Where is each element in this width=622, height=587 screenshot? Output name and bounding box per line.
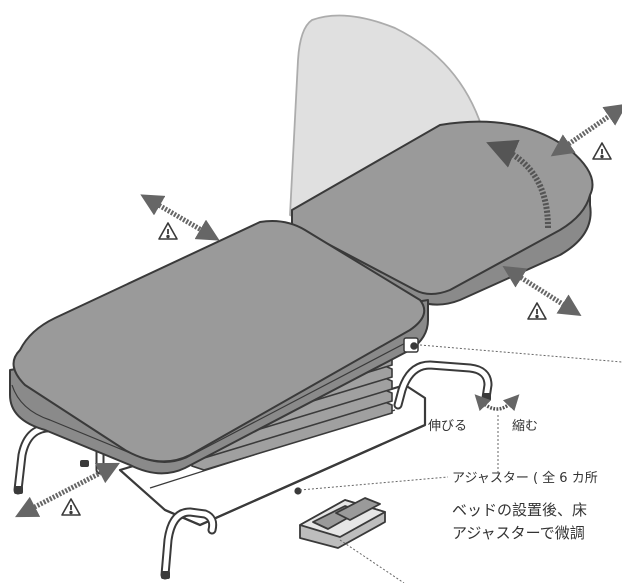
seat-cushion	[9, 220, 429, 475]
leader-lines	[299, 344, 622, 584]
warning-triangle-icon	[61, 142, 612, 516]
adjuster-bracket	[403, 337, 419, 353]
label-adjuster: アジャスター ( 全 6 カ所	[452, 470, 598, 486]
note-line-2: アジャスターで微調	[452, 524, 585, 542]
label-shrink: 縮む	[512, 418, 538, 434]
foot-pedal	[299, 497, 386, 549]
label-extend: 伸びる	[428, 419, 467, 434]
note-line-1: ベッドの設置後、床	[452, 501, 587, 519]
curved-rotation-arrow-icon	[486, 139, 551, 229]
double-arrow-icon	[15, 103, 622, 518]
adjuster-rotation-arrow	[474, 394, 520, 412]
